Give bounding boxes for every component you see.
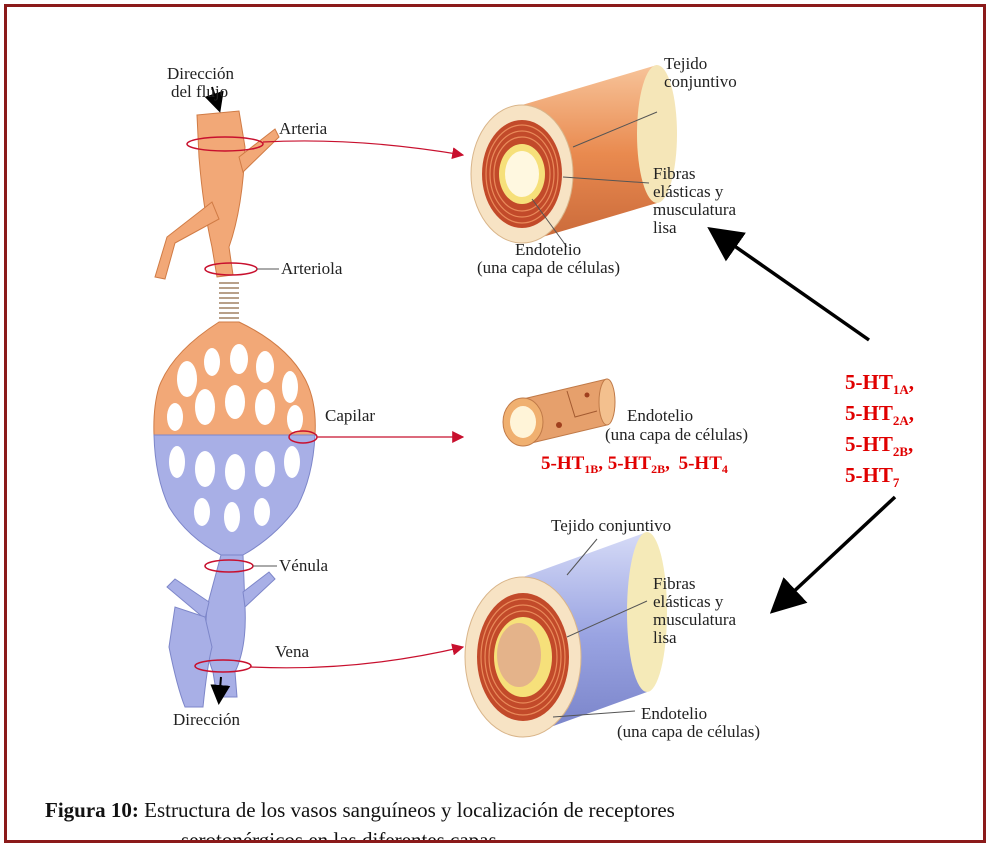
vein-endotelio-1: Endotelio <box>641 704 707 723</box>
receptor-item: 5-HT1A, <box>845 370 914 397</box>
caption-line1: Estructura de los vasos sanguíneos y loc… <box>144 798 675 822</box>
receptor-base: 5-HT <box>845 432 893 456</box>
art-fibras-3: musculatura <box>653 200 737 219</box>
cap-receptor-sub: 2B <box>651 462 665 476</box>
receptor-sep: , <box>909 401 914 425</box>
venule-trunk <box>206 555 245 697</box>
artery-cross-section <box>471 65 677 247</box>
vein-branch-right <box>243 572 275 607</box>
label-arteriola: Arteriola <box>281 259 343 278</box>
cap-receptor-base: 5-HT <box>679 453 723 474</box>
connector-arteria <box>263 141 463 155</box>
art-endotelio-1: Endotelio <box>515 240 581 259</box>
receptor-item: 5-HT2A, <box>845 401 914 428</box>
receptor-sep: , <box>909 370 914 394</box>
vessel-diagram: Dirección del flujo Arteria Arteriola Ca… <box>7 7 983 787</box>
cap-receptor-sub: 1B <box>584 462 598 476</box>
artery-branch-left <box>155 202 219 279</box>
vein-fibras-2: elásticas y <box>653 592 724 611</box>
label-direction-top-1: Dirección <box>167 64 235 83</box>
label-capilar: Capilar <box>325 406 375 425</box>
receptor-base: 5-HT <box>845 401 893 425</box>
label-arteria: Arteria <box>279 119 328 138</box>
vein-tejido: Tejido conjuntivo <box>551 516 671 535</box>
label-venula: Vénula <box>279 556 329 575</box>
vessel-tree <box>154 87 315 707</box>
art-tejido-1: Tejido <box>664 54 707 73</box>
cap-receptor-base: 5-HT <box>541 453 585 474</box>
art-tejido-2: conjuntivo <box>664 72 737 91</box>
receptor-list: 5-HT1A, 5-HT2A, 5-HT2B, 5-HT7 <box>845 370 914 490</box>
cap-receptor-sep: , <box>665 453 670 474</box>
arrow-to-vein <box>775 497 895 609</box>
vein-fibras-4: lisa <box>653 628 677 647</box>
receptor-item: 5-HT2B, <box>845 432 913 459</box>
caption-line2: serotonérgicos en las diferentes capas. <box>45 825 985 843</box>
label-vena: Vena <box>275 642 309 661</box>
cap-endotelio-1: Endotelio <box>627 406 693 425</box>
vein-fibras-1: Fibras <box>653 574 696 593</box>
receptor-base: 5-HT <box>845 463 893 487</box>
label-direction-top-2: del flujo <box>171 82 228 101</box>
art-fibras-2: elásticas y <box>653 182 724 201</box>
cap-receptor-sep: , <box>598 453 603 474</box>
figure-frame: Dirección del flujo Arteria Arteriola Ca… <box>4 4 986 843</box>
vein-fibras-3: musculatura <box>653 610 737 629</box>
receptor-sub: 1A <box>893 382 910 397</box>
cap-receptor-base: 5-HT <box>608 453 652 474</box>
vein-trunk-lower <box>169 607 212 707</box>
art-endotelio-2: (una capa de células) <box>477 258 620 277</box>
figure-caption: Figura 10: Estructura de los vasos sangu… <box>45 795 985 843</box>
cap-endotelio-2: (una capa de células) <box>605 425 748 444</box>
art-fibras-1: Fibras <box>653 164 696 183</box>
capillary-receptors: 5-HT1B, 5-HT2B, 5-HT4 <box>541 453 728 476</box>
capillary-cross-section <box>503 379 615 446</box>
receptor-base: 5-HT <box>845 370 893 394</box>
arrow-to-artery <box>713 231 869 340</box>
receptor-sub: 2A <box>893 413 910 428</box>
vein-cross-section <box>465 532 667 737</box>
label-direction-bottom: Dirección <box>173 710 241 729</box>
caption-label: Figura 10: <box>45 798 139 822</box>
artery-trunk <box>197 111 245 277</box>
cap-receptor-sub: 4 <box>722 462 728 476</box>
vein-endotelio-2: (una capa de células) <box>617 722 760 741</box>
arteriole-coil <box>219 283 239 318</box>
receptor-sep: , <box>908 432 913 456</box>
receptor-item: 5-HT7 <box>845 463 900 490</box>
receptor-sub: 7 <box>893 475 900 490</box>
receptor-sub: 2B <box>893 444 909 459</box>
art-fibras-4: lisa <box>653 218 677 237</box>
